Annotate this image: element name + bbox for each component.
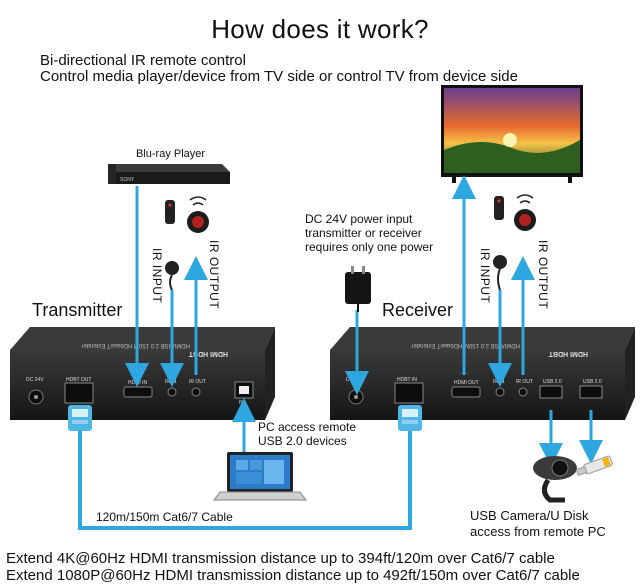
cat-cable-line bbox=[78, 430, 412, 530]
tx-port-hdbt: HDBT OUT bbox=[66, 377, 91, 383]
subtitle-line-1: Bi-directional IR remote control bbox=[40, 52, 246, 69]
receiver-device: HDMI/USB 2.0 150M HDbaseT Extender HDMI … bbox=[330, 327, 635, 420]
receiver-label: Receiver bbox=[382, 300, 454, 320]
pc-note-1: PC access remote bbox=[258, 420, 357, 434]
power-adapter-icon bbox=[345, 266, 371, 312]
remote-icon-tx bbox=[165, 200, 175, 224]
ir-input-label-rx: IR INPUT bbox=[478, 248, 492, 304]
rx-port-hdbt: HDBT IN bbox=[397, 377, 417, 383]
ir-input-label-tx: IR INPUT bbox=[150, 248, 164, 304]
subtitle-line-2: Control media player/device from TV side… bbox=[40, 68, 518, 85]
rx-port-usb-1: USB 2.0 bbox=[543, 379, 562, 385]
rx-port-dc: DC 24V bbox=[346, 377, 364, 383]
footer-line-1: Extend 4K@60Hz HDMI transmission distanc… bbox=[6, 550, 555, 567]
power-note-2: transmitter or receiver bbox=[305, 226, 422, 240]
tx-hdmi-logo: HDMI HDBT bbox=[188, 350, 228, 357]
pc-note-2: USB 2.0 devices bbox=[258, 434, 347, 448]
cable-label: 120m/150m Cat6/7 Cable bbox=[96, 510, 233, 524]
tx-port-pc: PC bbox=[239, 400, 246, 406]
signal-arrows bbox=[78, 175, 603, 530]
transmitter-device: HDMI/USB 2.0 150M HDbaseT Extender HDMI … bbox=[10, 327, 275, 420]
usb-note-1: USB Camera/U Disk bbox=[470, 508, 589, 523]
rj45-connector-tx bbox=[68, 405, 92, 431]
tx-port-dc: DC 24V bbox=[26, 377, 44, 383]
laptop-icon bbox=[213, 452, 307, 501]
transmitter-label: Transmitter bbox=[32, 300, 123, 320]
power-note-3: requires only one power bbox=[305, 240, 434, 254]
usb-camera-icon bbox=[533, 456, 577, 503]
ir-output-label-tx: IR OUTPUT bbox=[207, 240, 221, 310]
ir-receiver-icon-rx bbox=[493, 255, 507, 291]
rx-panel-text: HDMI/USB 2.0 150M HDbaseT Extender bbox=[411, 342, 520, 348]
ir-output-label-rx: IR OUTPUT bbox=[536, 240, 550, 310]
rx-hdmi-logo: HDMI HDBT bbox=[548, 350, 588, 357]
rx-port-hdmi: HDMI OUT bbox=[454, 380, 479, 386]
rx-port-ir-in: IR IN bbox=[493, 379, 505, 385]
bluray-brand: SONY bbox=[120, 177, 135, 183]
bluray-label: Blu-ray Player bbox=[136, 148, 206, 160]
footer-line-2: Extend 1080P@60Hz HDMI transmission dist… bbox=[6, 567, 580, 584]
tv-screen bbox=[441, 85, 583, 183]
tx-port-ir-in: IR IN bbox=[165, 379, 177, 385]
rx-port-usb-2: USB 2.0 bbox=[583, 379, 602, 385]
ir-receiver-icon-tx bbox=[165, 261, 179, 291]
usb-drive-icon bbox=[575, 455, 613, 476]
page-title: How does it work? bbox=[211, 14, 429, 44]
remote-icon-rx bbox=[494, 196, 504, 220]
rj45-connector-rx bbox=[398, 405, 422, 431]
power-note-1: DC 24V power input bbox=[305, 212, 413, 226]
ir-emitter-icon-rx bbox=[514, 194, 536, 231]
tx-port-hdmi: HDMI IN bbox=[128, 380, 148, 386]
usb-note-2: access from remote PC bbox=[470, 524, 606, 539]
bluray-player: SONY bbox=[108, 164, 230, 184]
rx-port-ir-out: IR OUT bbox=[516, 379, 533, 385]
tx-port-ir-out: IR OUT bbox=[189, 379, 206, 385]
ir-emitter-icon-tx bbox=[187, 196, 209, 233]
